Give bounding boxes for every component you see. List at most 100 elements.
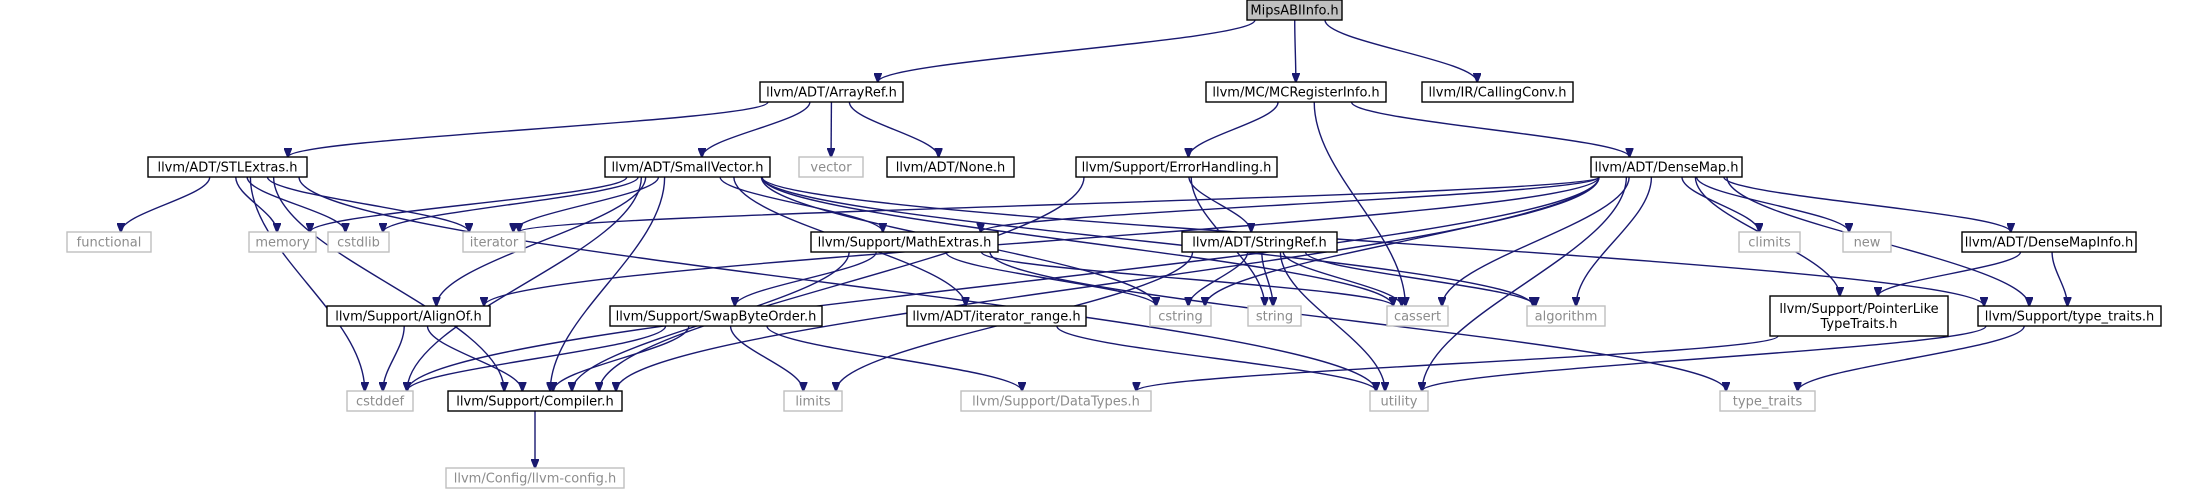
node-box <box>906 305 1087 327</box>
node-label: llvm/IR/CallingConv.h <box>1429 86 1567 101</box>
edge-layer <box>121 19 2068 468</box>
node-label: TypeTraits.h <box>1819 317 1897 332</box>
node-box <box>1181 231 1338 253</box>
edge-smallvector-to-mathextras <box>719 176 883 232</box>
node-string: string <box>1247 305 1302 327</box>
edge-densemap-to-iterator <box>519 176 1600 232</box>
node-label: llvm/ADT/ArrayRef.h <box>766 86 897 101</box>
node-cassert: cassert <box>1386 305 1449 327</box>
node-box <box>1075 156 1278 178</box>
node-box <box>1769 295 1949 337</box>
edge-smallvector-to-cstddef <box>407 176 643 391</box>
node-box <box>1205 81 1387 103</box>
node-label: cassert <box>1394 310 1441 325</box>
node-callconv[interactable]: llvm/IR/CallingConv.h <box>1421 81 1574 103</box>
node-box <box>327 231 390 253</box>
edge-smallvector-to-cassert <box>761 176 1393 306</box>
edge-densemap-to-climits <box>1681 176 1759 232</box>
edge-iterrange-to-utility <box>1056 325 1376 391</box>
edge-stlextras-to-iterator <box>266 176 469 232</box>
edge-densemap-to-cstddef <box>407 176 1600 391</box>
node-box <box>1526 305 1606 327</box>
node-label: llvm/Support/ErrorHandling.h <box>1082 161 1272 176</box>
edge-typetraits_h-to-type_traits <box>1798 325 2025 391</box>
node-label: cstring <box>1158 310 1202 325</box>
edge-swapbyteorder-to-cstddef <box>407 325 667 391</box>
node-box <box>462 231 526 253</box>
node-type_traits: type_traits <box>1719 390 1816 412</box>
node-box <box>960 390 1152 412</box>
node-compiler[interactable]: llvm/Support/Compiler.h <box>447 390 623 412</box>
node-mathextras[interactable]: llvm/Support/MathExtras.h <box>810 231 999 253</box>
node-label: llvm/ADT/DenseMapInfo.h <box>1965 236 2133 251</box>
node-errorhandling[interactable]: llvm/Support/ErrorHandling.h <box>1075 156 1278 178</box>
node-box <box>783 390 843 412</box>
node-smallvector[interactable]: llvm/ADT/SmallVector.h <box>604 156 771 178</box>
node-cstdlib: cstdlib <box>327 231 390 253</box>
node-box <box>447 390 623 412</box>
node-none[interactable]: llvm/ADT/None.h <box>886 156 1015 178</box>
node-vector: vector <box>798 156 864 178</box>
node-box <box>609 305 823 327</box>
node-label: llvm/Config/llvm-config.h <box>454 472 616 487</box>
node-label: limits <box>795 395 831 410</box>
edge-densemap-to-cassert <box>1442 176 1630 306</box>
node-alignof[interactable]: llvm/Support/AlignOf.h <box>326 305 491 327</box>
node-label: climits <box>1748 236 1791 251</box>
edge-smallvector-to-typetraits_h <box>761 176 1984 306</box>
edge-mathextras-to-type_traits <box>989 251 1726 391</box>
node-stlextras[interactable]: llvm/ADT/STLExtras.h <box>147 156 308 178</box>
edge-mathextras-to-swapbyteorder <box>735 251 877 306</box>
node-box <box>1421 81 1574 103</box>
node-arrayref[interactable]: llvm/ADT/ArrayRef.h <box>759 81 904 103</box>
edge-mcreg-to-errorhandling <box>1188 101 1279 157</box>
node-swapbyteorder[interactable]: llvm/Support/SwapByteOrder.h <box>609 305 823 327</box>
edge-smallvector-to-algorithm <box>761 176 1533 306</box>
edge-stringref-to-cstring <box>1188 251 1249 306</box>
edge-densemap-to-algorithm <box>1576 176 1653 306</box>
node-label: llvm/ADT/iterator_range.h <box>912 310 1080 325</box>
node-box <box>759 81 904 103</box>
edge-mipsabi-to-arrayref <box>878 19 1256 82</box>
node-label: utility <box>1381 395 1418 410</box>
node-cstring: cstring <box>1149 305 1212 327</box>
node-label: llvm/Support/MathExtras.h <box>818 236 992 251</box>
node-cstddef: cstddef <box>346 390 414 412</box>
node-label: algorithm <box>1535 310 1598 325</box>
node-functional: functional <box>66 231 152 253</box>
node-box <box>810 231 999 253</box>
node-label: llvm/MC/MCRegisterInfo.h <box>1212 86 1379 101</box>
node-label: MipsABIInfo.h <box>1250 4 1338 19</box>
edge-swapbyteorder-to-compiler <box>553 325 690 391</box>
node-label: llvm/ADT/SmallVector.h <box>612 161 764 176</box>
node-typetraits_h[interactable]: llvm/Support/type_traits.h <box>1977 305 2162 327</box>
node-mcreg[interactable]: llvm/MC/MCRegisterInfo.h <box>1205 81 1387 103</box>
node-iterrange[interactable]: llvm/ADT/iterator_range.h <box>906 305 1087 327</box>
edge-pointerlike-to-datatypes <box>1136 335 1779 391</box>
node-box <box>1719 390 1816 412</box>
node-densemap[interactable]: llvm/ADT/DenseMap.h <box>1590 156 1743 178</box>
node-label: llvm/ADT/STLExtras.h <box>157 161 297 176</box>
node-stringref[interactable]: llvm/ADT/StringRef.h <box>1181 231 1338 253</box>
edge-densemap-to-compiler <box>616 176 1600 391</box>
edge-arrayref-to-stlextras <box>288 101 769 157</box>
node-mipsabi[interactable]: MipsABIInfo.h <box>1246 0 1343 21</box>
edge-stlextras-to-functional <box>121 176 211 232</box>
edge-alignof-to-cstddef <box>383 325 405 391</box>
node-label: functional <box>77 236 142 251</box>
edge-stlextras-to-cstddef <box>249 176 364 391</box>
node-box <box>886 156 1015 178</box>
edge-densemap-to-mathextras <box>981 176 1600 232</box>
node-label: llvm/Support/SwapByteOrder.h <box>616 310 817 325</box>
node-label: type_traits <box>1733 395 1803 410</box>
node-densemapinfo[interactable]: llvm/ADT/DenseMapInfo.h <box>1961 231 2137 253</box>
node-box <box>1961 231 2137 253</box>
edge-densemap-to-alignof <box>484 176 1600 306</box>
edge-mcreg-to-densemap <box>1350 101 1630 157</box>
edge-stringref-to-cassert <box>1282 251 1402 306</box>
node-memory: memory <box>248 231 317 253</box>
edge-densemap-to-densemapinfo <box>1723 176 2011 232</box>
node-box <box>66 231 152 253</box>
